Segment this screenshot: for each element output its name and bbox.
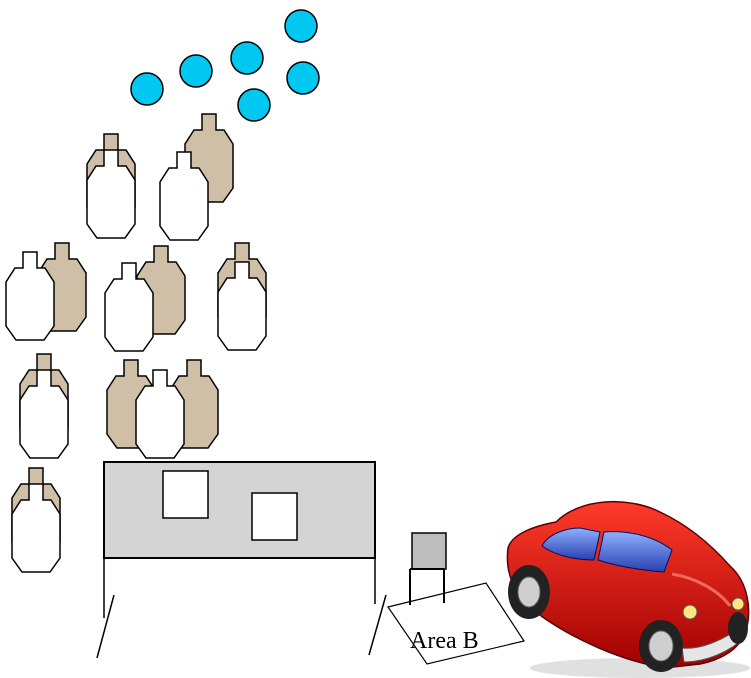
area-b-box [387, 582, 525, 665]
wall-panel [103, 461, 376, 559]
wall-window-right [251, 492, 298, 541]
area-b-label: Area B [410, 628, 479, 654]
car-icon [506, 500, 750, 678]
area-b: Area B [387, 582, 525, 665]
wall [96, 461, 387, 659]
steel-plate-icon [284, 9, 318, 43]
fault-line-right [368, 594, 387, 656]
steel-plate-icon [237, 88, 271, 122]
steel-plate-icon [286, 61, 320, 95]
steel-plate-icon [230, 41, 264, 75]
wall-window-left [162, 470, 209, 519]
steel-plate-icon [179, 54, 213, 88]
steel-plates [130, 9, 320, 122]
steel-plate-icon [130, 72, 164, 106]
fault-line-left [96, 594, 115, 659]
table-icon [409, 532, 447, 605]
